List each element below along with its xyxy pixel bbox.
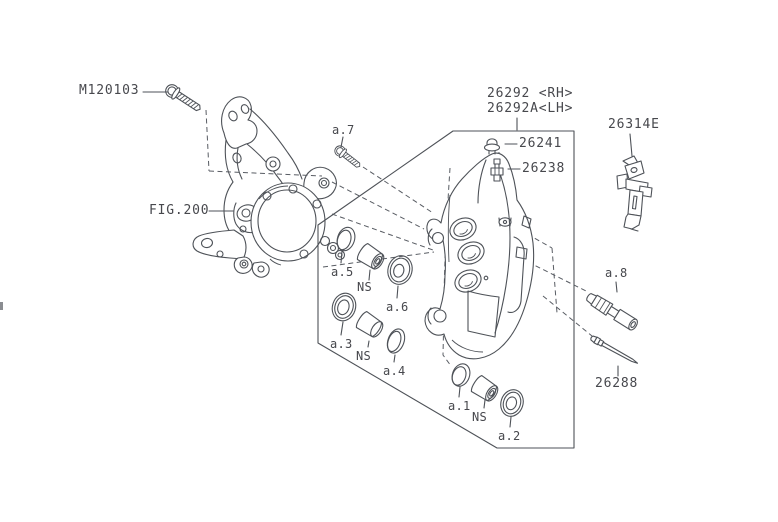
callout-a7: a.7 [332, 123, 355, 137]
piston-seal-a1 [451, 363, 471, 387]
piston-seal-a5 [336, 226, 356, 252]
part-label-26241: 26241 [519, 136, 563, 151]
caliper-body-drawing [424, 152, 535, 360]
bleeder-cap-26241-drawing [483, 138, 501, 155]
label-leader-lines [142, 91, 633, 428]
callout-a6: a.6 [386, 300, 409, 314]
piston-ns-1 [356, 243, 385, 270]
part-label-26292-rh: 26292 <RH> [487, 86, 574, 101]
part-label-26288: 26288 [595, 376, 639, 391]
callout-a3: a.3 [330, 337, 353, 351]
callout-a2: a.2 [498, 429, 521, 443]
piston-ns-3 [470, 375, 499, 402]
bolt-m120103-drawing [165, 84, 201, 112]
part-label-26292a-lh: 26292A<LH> [487, 101, 574, 116]
figure-ref-label: FIG.200 [149, 203, 210, 218]
callout-a1: a.1 [448, 399, 471, 413]
callout-ns-2: NS [356, 349, 372, 363]
boot-ring-a2 [500, 389, 524, 417]
pad-clip-26314e-drawing [616, 155, 653, 232]
piston-seal-a4 [386, 328, 406, 354]
callout-ns-3: NS [472, 410, 488, 424]
seal-kit-box [317, 130, 575, 449]
scan-artifact [0, 302, 3, 310]
bolt-a7-drawing [334, 145, 361, 168]
callout-a8: a.8 [605, 266, 628, 280]
callout-a5: a.5 [331, 265, 354, 279]
piston-ns-2 [355, 311, 384, 338]
lock-pin-26288-drawing [590, 335, 639, 364]
boot-ring-a3 [331, 292, 357, 322]
steering-knuckle-drawing [192, 96, 346, 278]
slide-pin-a8-drawing [586, 293, 638, 331]
callout-a4: a.4 [383, 364, 406, 378]
dust-seal-a6 [387, 255, 413, 285]
callout-ns-1: NS [357, 280, 373, 294]
part-label-26238: 26238 [522, 161, 566, 176]
part-label-26314e: 26314E [608, 117, 660, 132]
bleeder-screw-26238-drawing [490, 158, 504, 182]
part-label-m120103: M120103 [79, 83, 140, 98]
